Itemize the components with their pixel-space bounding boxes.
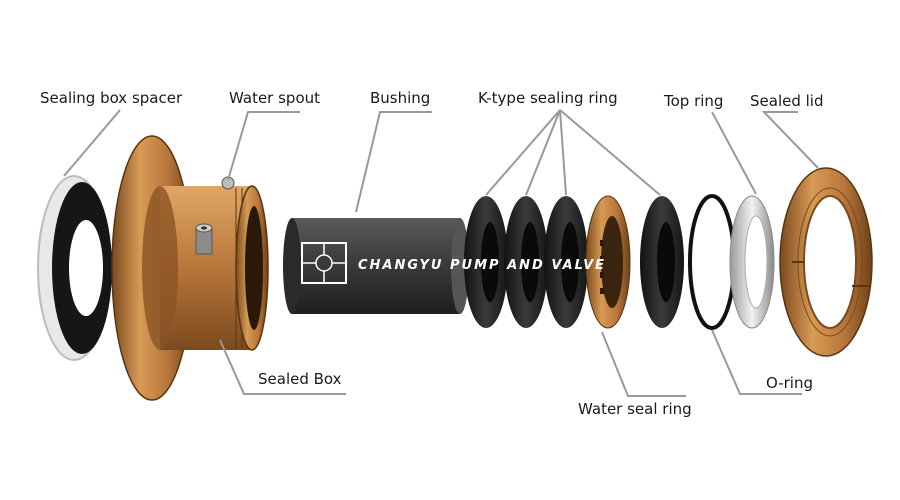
leader-sealing-box-spacer [64,110,120,176]
sealed-box-part [112,136,268,400]
leader-k-ring-2 [526,110,560,195]
water-spout-nozzle [196,224,212,254]
label-top-ring: Top ring [663,92,723,110]
sealed-lid-part [780,168,872,356]
leader-k-ring-4 [560,110,660,195]
label-sealed-lid: Sealed lid [750,92,823,110]
o-ring-part [690,196,734,328]
label-o-ring: O-ring [766,374,813,392]
leader-water-seal-ring [602,332,686,396]
leader-water-spout [228,112,300,180]
label-k-type-sealing-ring: K-type sealing ring [478,89,618,107]
label-water-spout: Water spout [229,89,320,107]
label-bushing: Bushing [370,89,430,107]
label-water-seal-ring: Water seal ring [578,400,692,418]
leader-k-ring-3 [560,110,566,195]
k-ring-4 [640,196,684,328]
top-ring-part [730,196,774,328]
leader-top-ring [712,112,756,194]
sealing-box-spacer-part [38,176,112,360]
leader-bushing [356,112,432,212]
label-sealed-box: Sealed Box [258,370,342,388]
leader-k-ring-1 [486,110,560,195]
label-sealing-box-spacer: Sealing box spacer [40,89,183,107]
watermark-text: CHANGYU PUMP AND VALVE [358,258,606,273]
leader-sealed-lid [764,112,818,168]
